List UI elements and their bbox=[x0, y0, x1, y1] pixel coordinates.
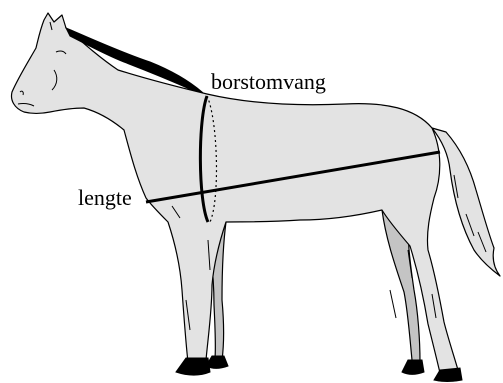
length-label: lengte bbox=[78, 187, 132, 209]
hooves bbox=[176, 356, 462, 382]
far-front-hoof bbox=[206, 356, 228, 368]
girth-label: borstomvang bbox=[211, 71, 326, 93]
far-legs bbox=[206, 210, 420, 362]
far-hind-hoof bbox=[402, 360, 424, 374]
tail bbox=[432, 128, 500, 276]
near-front-hoof bbox=[176, 358, 210, 375]
near-hind-hoof bbox=[434, 368, 462, 382]
